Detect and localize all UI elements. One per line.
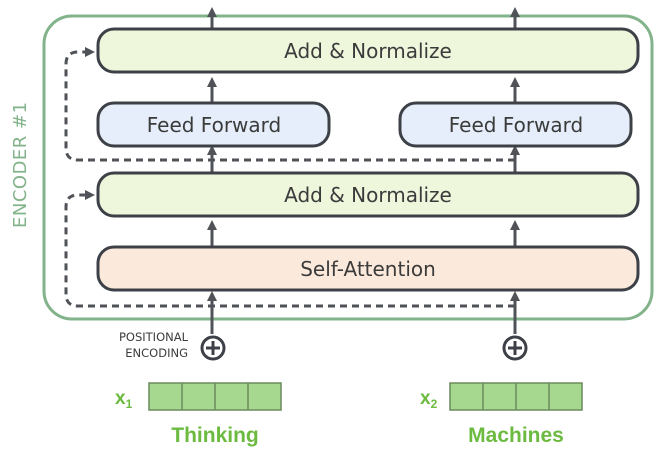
add-normalize-top-label: Add & Normalize bbox=[284, 39, 452, 63]
encoder-block bbox=[42, 14, 654, 321]
input-symbol-x2-subscript: 2 bbox=[431, 397, 438, 411]
feed-forward-right-box bbox=[398, 101, 633, 148]
input-symbol-x1: x1 bbox=[115, 388, 133, 411]
input-word-thinking: Thinking bbox=[171, 424, 259, 447]
encoder-label: ENCODER #1 bbox=[10, 101, 31, 228]
add-normalize-bottom-box bbox=[96, 171, 640, 218]
feed-forward-left-box bbox=[96, 101, 331, 148]
embedding-vector-x2 bbox=[449, 382, 583, 411]
positional-encoding-label-line2: ENCODING bbox=[125, 346, 188, 360]
circled-plus-icon bbox=[200, 335, 226, 361]
circled-plus-icon bbox=[502, 335, 528, 361]
embedding-vector-x1 bbox=[148, 382, 282, 411]
add-normalize-top-box bbox=[96, 27, 640, 74]
input-symbol-x2-base: x bbox=[420, 388, 431, 409]
feed-forward-left-label: Feed Forward bbox=[147, 113, 282, 137]
input-symbol-x1-subscript: 1 bbox=[126, 397, 133, 411]
input-symbol-x2: x2 bbox=[420, 388, 438, 411]
add-normalize-bottom-label: Add & Normalize bbox=[284, 183, 452, 207]
positional-encoding-label-line1: POSITIONAL bbox=[119, 330, 189, 344]
feed-forward-right-label: Feed Forward bbox=[449, 113, 584, 137]
residual-connection-bottom bbox=[64, 190, 515, 308]
input-word-machines: Machines bbox=[468, 424, 564, 447]
self-attention-label: Self-Attention bbox=[300, 257, 436, 281]
residual-connection-top bbox=[64, 47, 515, 162]
input-symbol-x1-base: x bbox=[115, 388, 126, 409]
self-attention-box bbox=[96, 245, 640, 292]
